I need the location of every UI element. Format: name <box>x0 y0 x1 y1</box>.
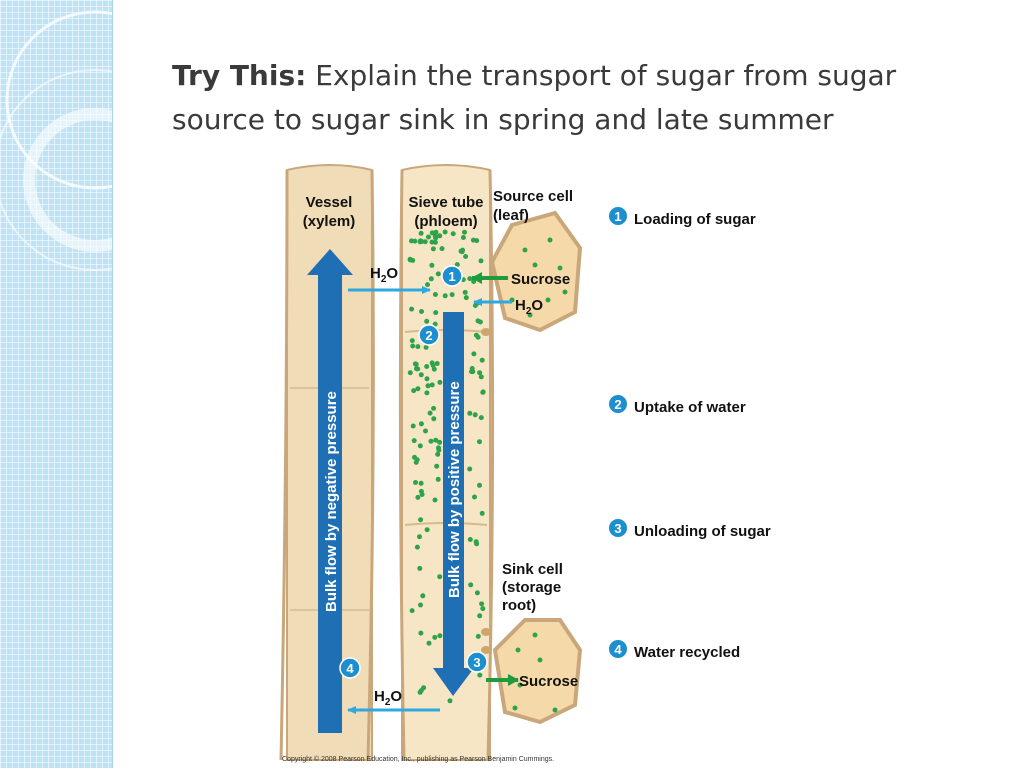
source-cell-label: Source cell <box>493 188 573 205</box>
sink-cell-label: Sink cell <box>502 561 563 578</box>
marker-2: 2 <box>418 324 440 346</box>
marker-1: 1 <box>441 265 463 287</box>
svg-text:3: 3 <box>614 521 621 536</box>
sucrose-molecules <box>407 229 486 704</box>
step-legend: 1 Loading of sugar 2 Uptake of water 3 U… <box>609 207 771 661</box>
sucrose-label-source: Sucrose <box>511 271 570 288</box>
h2o-label-source: H2O <box>515 297 543 317</box>
svg-text:Water recycled: Water recycled <box>634 644 740 661</box>
legend-step-4: 4 Water recycled <box>609 640 740 661</box>
phloem-bulk-flow-arrow <box>433 312 474 696</box>
svg-text:2: 2 <box>614 397 621 412</box>
phloem-label: (phloem) <box>414 213 477 230</box>
slide-title: Try This: Explain the transport of sugar… <box>172 54 972 142</box>
phloem-flow-label: Bulk flow by positive pressure <box>446 381 463 598</box>
svg-text:Unloading of sugar: Unloading of sugar <box>634 523 771 540</box>
h2o-label-top-left: H2O <box>370 265 398 285</box>
title-rest: Explain the transport of sugar from suga… <box>172 59 897 136</box>
svg-text:Loading of sugar: Loading of sugar <box>634 211 756 228</box>
svg-text:1: 1 <box>448 269 455 284</box>
xylem-label: (xylem) <box>303 213 356 230</box>
source-cell <box>489 210 583 333</box>
title-lead: Try This: <box>172 59 307 92</box>
marker-3: 3 <box>466 651 488 673</box>
storage-label: (storage <box>502 579 561 596</box>
legend-step-3: 3 Unloading of sugar <box>609 519 771 540</box>
leaf-label: (leaf) <box>493 207 529 224</box>
h2o-label-bottom: H2O <box>374 688 402 708</box>
sink-cell <box>492 618 583 725</box>
marker-4: 4 <box>339 657 361 679</box>
svg-text:2: 2 <box>425 328 432 343</box>
sieve-tube-label: Sieve tube <box>408 194 483 211</box>
vessel-label: Vessel <box>306 194 353 211</box>
legend-step-1: 1 Loading of sugar <box>609 207 756 228</box>
svg-text:Uptake of water: Uptake of water <box>634 399 746 416</box>
xylem-bulk-flow-arrow <box>307 249 353 733</box>
legend-step-2: 2 Uptake of water <box>609 395 746 416</box>
svg-text:3: 3 <box>473 655 480 670</box>
svg-text:4: 4 <box>346 661 354 676</box>
svg-text:4: 4 <box>614 642 622 657</box>
sucrose-label-sink: Sucrose <box>519 673 578 690</box>
svg-text:1: 1 <box>614 209 621 224</box>
xylem-flow-label: Bulk flow by negative pressure <box>323 391 340 612</box>
copyright-notice: Copyright © 2008 Pearson Education, Inc.… <box>282 755 554 763</box>
root-label: root) <box>502 597 536 614</box>
decorative-side-strip <box>0 0 196 768</box>
